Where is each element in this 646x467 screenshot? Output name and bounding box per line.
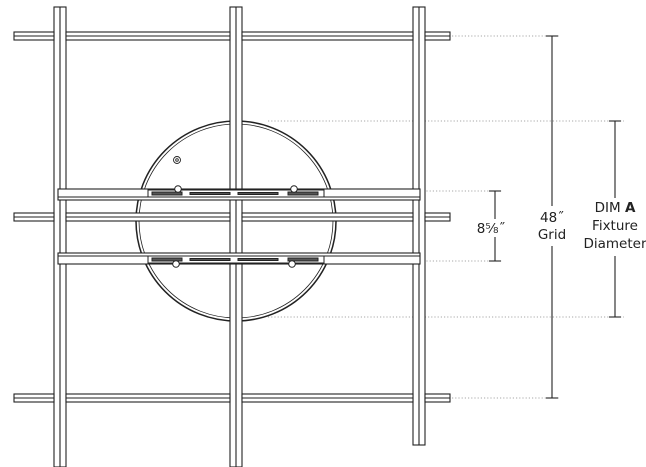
mounting-bracket-top: [147, 185, 325, 198]
vertical-tbar-left: [53, 6, 67, 467]
screw-icon: [173, 156, 181, 164]
extension-lines: [268, 35, 624, 399]
dimension-labels: 8⅝˝ 48˝ Grid DIM A Fixture Diameter: [472, 198, 646, 256]
fixture-diameter-label-line3: Diameter: [583, 236, 646, 252]
bracket-spacing-label: 8⅝˝: [477, 221, 506, 237]
bracket-screw-icon: [290, 185, 298, 193]
dim-prefix: DIM: [595, 200, 625, 216]
mounting-bracket-bottom: [147, 255, 325, 268]
horizontal-tbars: [13, 31, 451, 403]
horizontal-tbar-middle: [13, 212, 451, 222]
bracket-screw-icon: [174, 185, 182, 193]
vertical-tbar-center: [229, 6, 243, 467]
grid-size-label: 48˝: [540, 210, 564, 226]
fixture-diameter-label: DIM A: [595, 200, 636, 216]
horizontal-tbar-top: [13, 31, 451, 41]
grid-size-label-line2: Grid: [538, 227, 566, 243]
dim-letter: A: [625, 200, 636, 216]
bracket-screw-icon: [172, 260, 180, 268]
bracket-screw-icon: [288, 260, 296, 268]
vertical-tbars: [53, 6, 426, 467]
vertical-tbar-right: [412, 6, 426, 446]
horizontal-tbar-bottom: [13, 393, 451, 403]
fixture-diameter-label-line2: Fixture: [592, 218, 638, 234]
